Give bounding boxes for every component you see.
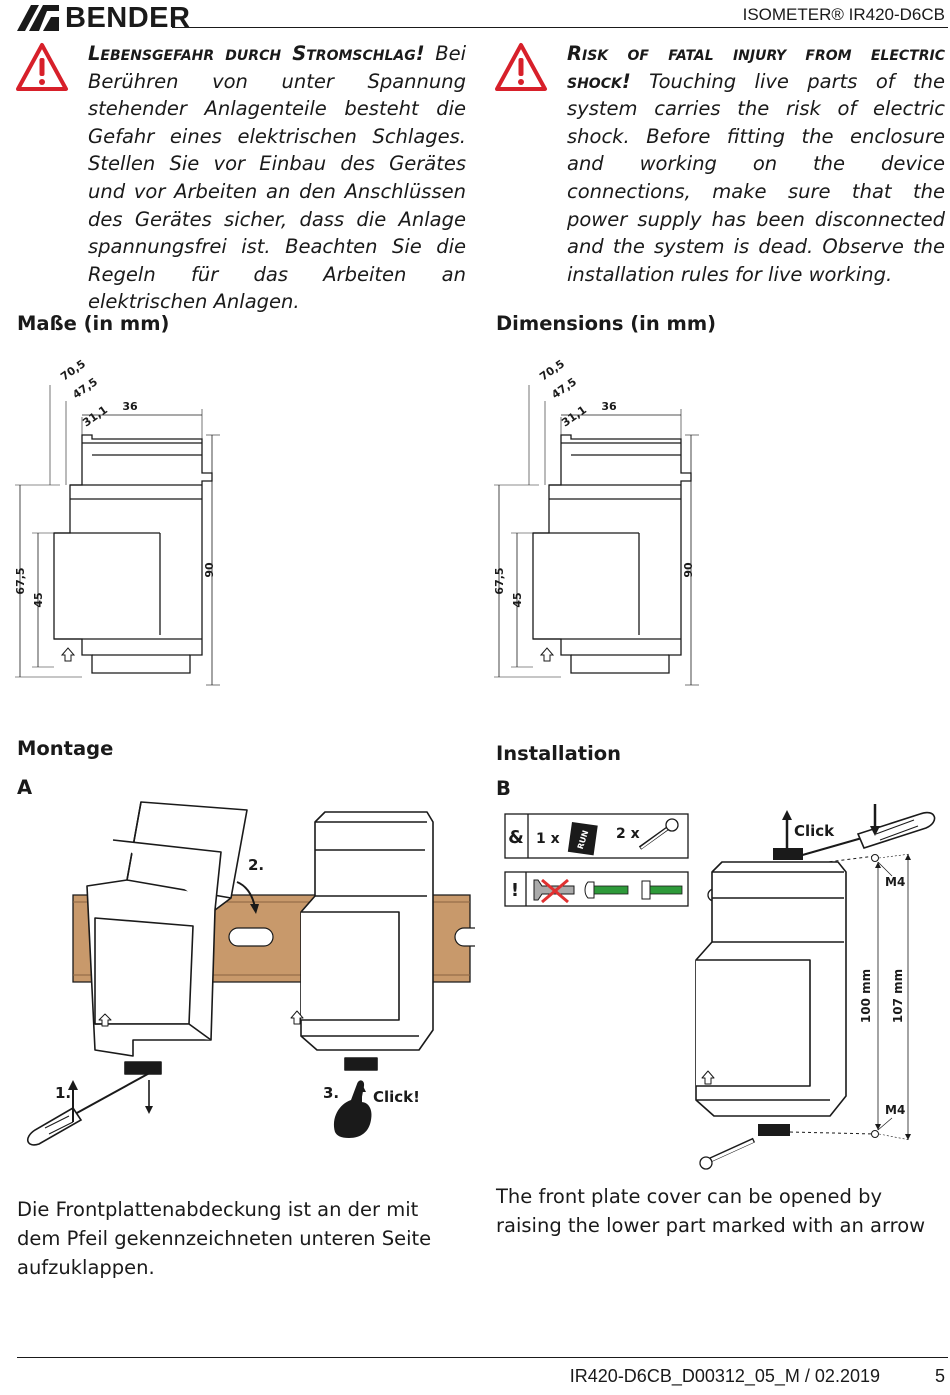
screwdriver-icon-b bbox=[791, 811, 936, 859]
warning-triangle-icon bbox=[16, 43, 68, 91]
screw-countersunk-wrong-icon bbox=[533, 878, 575, 904]
dimension-drawing-en: 36 70,5 47,5 31,1 67,5 45 90 bbox=[493, 357, 699, 686]
dim-height-front-label-en: 45 bbox=[511, 592, 524, 607]
bender-logo-icon bbox=[17, 5, 59, 31]
note-de: Die Frontplattenabdeckung ist an der mit… bbox=[17, 1198, 432, 1279]
warning-de-lead: Lebensgefahr durch Stromschlag! bbox=[88, 42, 425, 65]
dim-width-label-en: 36 bbox=[601, 400, 617, 413]
footer-rule bbox=[17, 1357, 948, 1358]
warning-de: Lebensgefahr durch Stromschlag! Bei Berü… bbox=[88, 40, 466, 316]
footer-document-code: IR420-D6CB_D00312_05_M / 02.2019 bbox=[569, 1366, 880, 1386]
dim-depth-mid-label-en: 47,5 bbox=[549, 375, 579, 401]
step-1-label: 1. bbox=[55, 1084, 71, 1102]
spacing-107-label: 107 mm bbox=[891, 969, 905, 1023]
rotate-arrowhead-icon bbox=[250, 904, 259, 914]
dim-height-mid-label: 67,5 bbox=[14, 567, 27, 594]
mounting-heading-de: Montage bbox=[17, 737, 114, 760]
bottom-screw-icon bbox=[699, 1137, 756, 1170]
device-mounted bbox=[290, 811, 434, 1071]
top-hole-marker bbox=[871, 854, 879, 862]
warning-en: Risk of fatal injury from electric shock… bbox=[567, 40, 945, 288]
figure-a-din-rail-mounting: 2. 1. 3. Click! bbox=[27, 801, 475, 1146]
screw-pan-head-ok-icon bbox=[584, 881, 629, 899]
warning-triangle-icon-en bbox=[495, 43, 547, 91]
screw-rules-box: ! bbox=[504, 871, 689, 907]
figure-letter-b: B bbox=[496, 777, 511, 800]
step-2-label: 2. bbox=[248, 856, 264, 874]
header-rule bbox=[172, 27, 948, 28]
bottom-clip bbox=[758, 1124, 790, 1136]
screwdriver-icon bbox=[27, 1069, 156, 1146]
screw-bottom-m4-label: M4 bbox=[885, 1103, 905, 1117]
screw-top-m4-label: M4 bbox=[885, 875, 905, 889]
dim-width-label: 36 bbox=[122, 400, 138, 413]
warning-en-body: Touching live parts of the system carrie… bbox=[567, 69, 945, 286]
note-en: The front plate cover can be opened by r… bbox=[496, 1185, 926, 1237]
hand-pointer-icon bbox=[333, 1080, 372, 1138]
document-title: ISOMETER® IR420-D6CB bbox=[742, 5, 945, 24]
dim-depth-front-label: 31,1 bbox=[80, 403, 110, 429]
page-number: 5 bbox=[934, 1366, 945, 1386]
dimensions-heading-en: Dimensions (in mm) bbox=[496, 312, 717, 335]
click-label-a: Click! bbox=[373, 1088, 420, 1106]
mounting-heading-en: Installation bbox=[496, 742, 622, 765]
bender-logo: BENDER bbox=[17, 1, 191, 34]
dimension-drawing-de: 36 70,5 47,5 31,1 67,5 45 90 bbox=[14, 357, 220, 686]
qty-clip-label: 1 x bbox=[536, 831, 560, 847]
step-3-label: 3. bbox=[323, 1084, 339, 1102]
qty-screw-label: 2 x bbox=[616, 826, 640, 842]
dim-depth-front-label-en: 31,1 bbox=[559, 403, 589, 429]
exclamation-label: ! bbox=[511, 880, 519, 901]
dim-height-mid-label-en: 67,5 bbox=[493, 567, 506, 594]
figure-b-screw-mounting: & 1 x RUN 2 x ! Click bbox=[504, 804, 936, 1170]
dim-depth-mid-label: 47,5 bbox=[70, 375, 100, 401]
screw-icon bbox=[638, 818, 679, 850]
figure-letter-a: A bbox=[17, 776, 33, 799]
parts-box: & 1 x RUN 2 x bbox=[504, 813, 689, 859]
top-clip bbox=[773, 848, 803, 860]
warning-de-body: Bei Berühren von unter Spannung stehende… bbox=[88, 42, 466, 314]
spacing-100-label: 100 mm bbox=[859, 969, 873, 1023]
device-screw-mounted bbox=[695, 861, 847, 1117]
device-tilted bbox=[86, 801, 248, 1075]
ampersand-label: & bbox=[508, 827, 524, 848]
mounting-clip-icon: RUN bbox=[567, 822, 598, 856]
bottom-hole-marker bbox=[871, 1130, 879, 1138]
click-label-b: Click bbox=[794, 822, 835, 840]
screw-cheese-head-ok-icon bbox=[641, 880, 683, 900]
dim-height-total-label: 90 bbox=[203, 562, 216, 578]
dim-depth-total-label: 70,5 bbox=[58, 357, 88, 383]
dimensions-heading-de: Maße (in mm) bbox=[17, 312, 170, 335]
dim-height-front-label: 45 bbox=[32, 592, 45, 607]
brand-name: BENDER bbox=[65, 1, 191, 34]
dim-height-total-label-en: 90 bbox=[682, 562, 695, 578]
warning-en-lead: Risk of fatal injury from electric shock… bbox=[567, 42, 945, 93]
dim-depth-total-label-en: 70,5 bbox=[537, 357, 567, 383]
